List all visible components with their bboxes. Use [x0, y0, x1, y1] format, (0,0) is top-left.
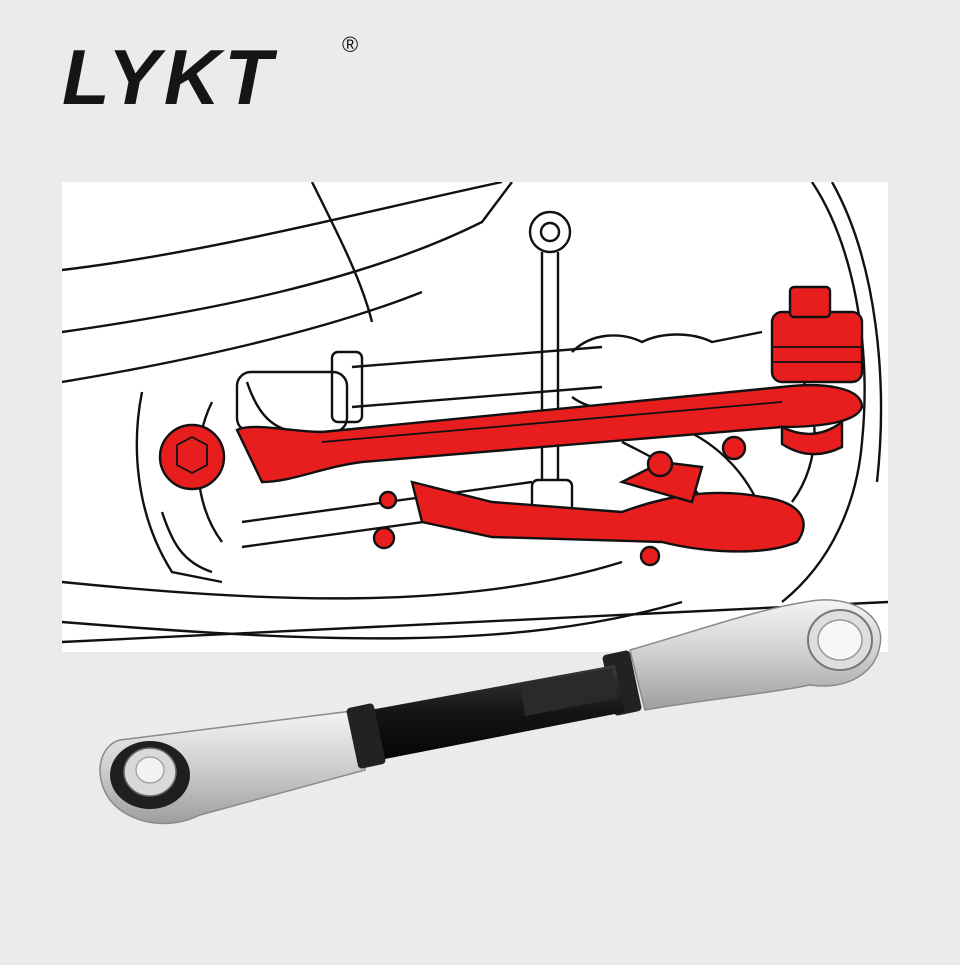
registered-mark: ® [342, 32, 359, 57]
adjustable-control-arm-photo [0, 560, 960, 960]
bolt-details [176, 346, 862, 475]
suspension-diagram-svg [62, 182, 888, 644]
brand-logo: LYKT [62, 38, 276, 116]
adjuster-rod [370, 665, 625, 760]
right-rod-end [602, 599, 882, 716]
suspension-diagram [62, 182, 888, 652]
sway-bar-link [528, 210, 574, 522]
control-arm-svg [99, 599, 882, 825]
left-rod-end [99, 703, 386, 825]
brand-logo-text: LYKT [62, 33, 276, 121]
